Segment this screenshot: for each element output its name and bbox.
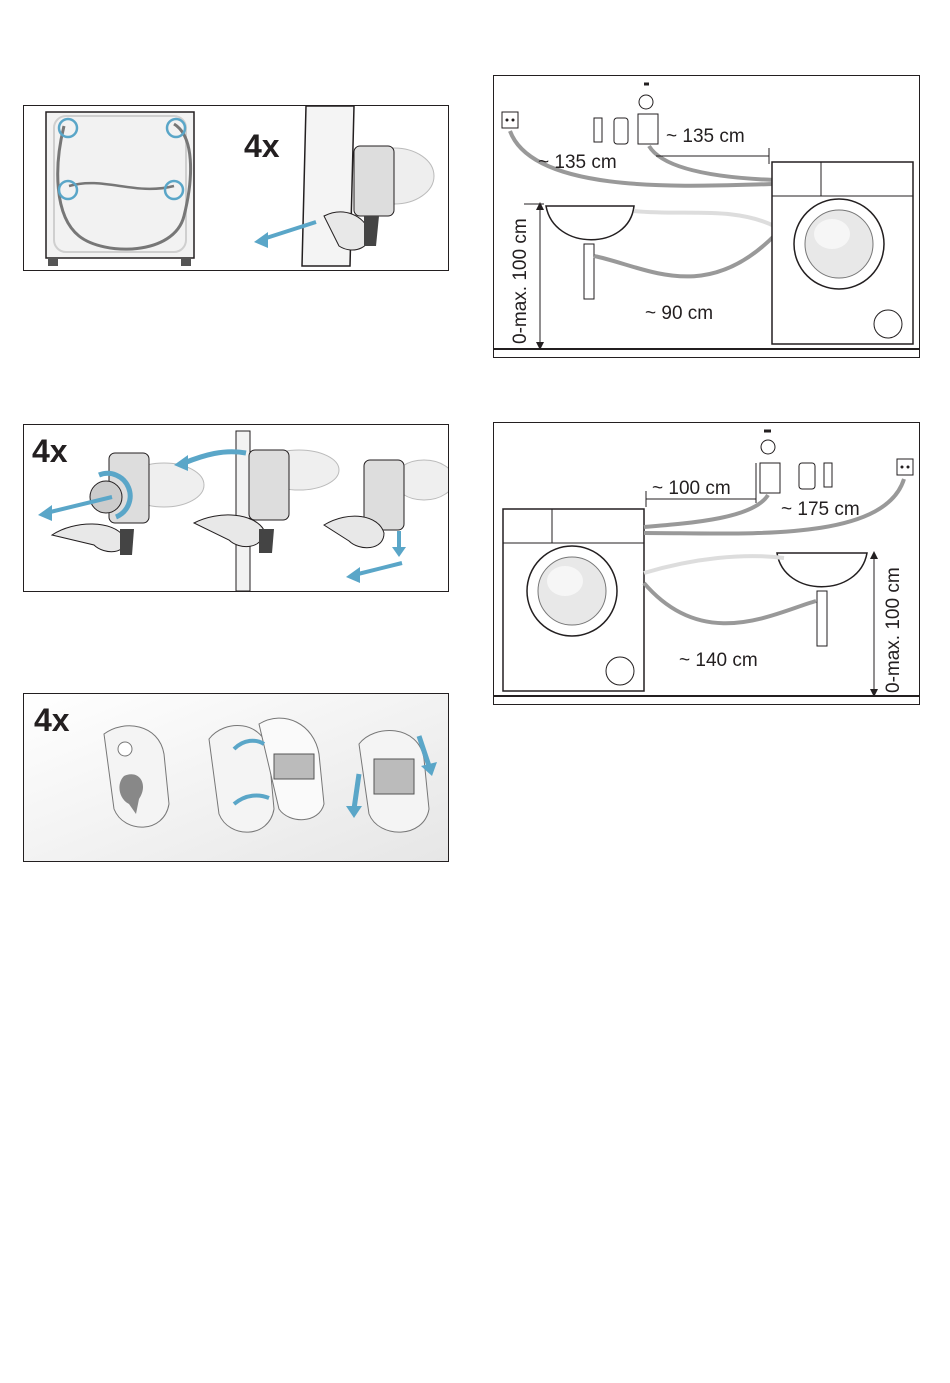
- cover-caps-panel: 4x: [23, 693, 449, 862]
- installation-left-illustration: ~ 100 cm ~ 175 cm ~ 140 cm 0-max. 100 cm: [494, 423, 920, 705]
- drain-hose-length-label: ~ 175 cm: [781, 499, 860, 520]
- transport-bolts-panel: 4x: [23, 105, 449, 271]
- installation-diagram-left: ~ 100 cm ~ 175 cm ~ 140 cm 0-max. 100 cm: [493, 422, 920, 705]
- machine-back-illustration: [24, 106, 449, 271]
- drain-to-sink-length-label: ~ 90 cm: [645, 303, 713, 324]
- drain-hose-length-label: ~ 135 cm: [538, 152, 617, 173]
- installation-diagram-right: ~ 135 cm ~ 135 cm ~ 90 cm 0-max. 100 cm: [493, 75, 920, 358]
- installation-right-illustration: ~ 135 cm ~ 135 cm ~ 90 cm 0-max. 100 cm: [494, 76, 920, 358]
- max-height-label: 0-max. 100 cm: [510, 218, 531, 344]
- max-height-label: 0-max. 100 cm: [883, 567, 904, 693]
- bolt-removal-panel: 4x: [23, 424, 449, 592]
- repeat-count-label: 4x: [32, 435, 68, 467]
- bolt-removal-illustration: [24, 425, 449, 592]
- repeat-count-label: 4x: [34, 704, 70, 736]
- cover-caps-illustration: [24, 694, 449, 862]
- repeat-count-label: 4x: [244, 130, 280, 162]
- supply-hose-length-label: ~ 100 cm: [652, 478, 731, 499]
- drain-to-sink-length-label: ~ 140 cm: [679, 650, 758, 671]
- supply-hose-length-label: ~ 135 cm: [666, 126, 745, 147]
